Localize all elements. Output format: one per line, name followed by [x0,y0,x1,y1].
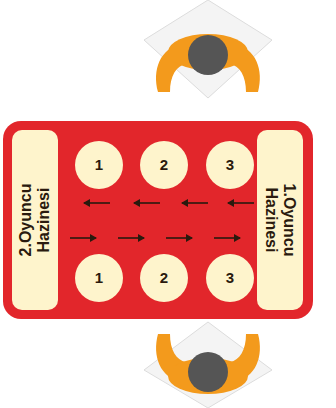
flow-arrows-bottom [70,237,240,239]
bottom-player [144,322,272,408]
pit-circle: 3 [206,141,254,189]
pit-number: 2 [140,156,188,174]
treasury-band: 2.Oyuncu Hazinesi [12,130,58,310]
pit-circle: 2 [140,141,188,189]
treasury-band: 1.Oyuncu Hazinesi [257,130,303,310]
pit-circle: 1 [75,254,123,302]
game-table [3,121,313,319]
pit-number: 1 [75,269,123,287]
pit-number: 3 [206,156,254,174]
top-player [144,0,272,98]
pit-number: 3 [206,269,254,287]
treasury-label: 2.Oyuncu Hazinesi [17,165,53,275]
pit-number: 1 [75,156,123,174]
pit-number: 2 [140,269,188,287]
pit-circle: 3 [206,254,254,302]
treasury-label: 1.Oyuncu Hazinesi [262,165,298,275]
pit-circle: 2 [140,254,188,302]
pit-circle: 1 [75,141,123,189]
flow-arrows-top [84,202,254,204]
